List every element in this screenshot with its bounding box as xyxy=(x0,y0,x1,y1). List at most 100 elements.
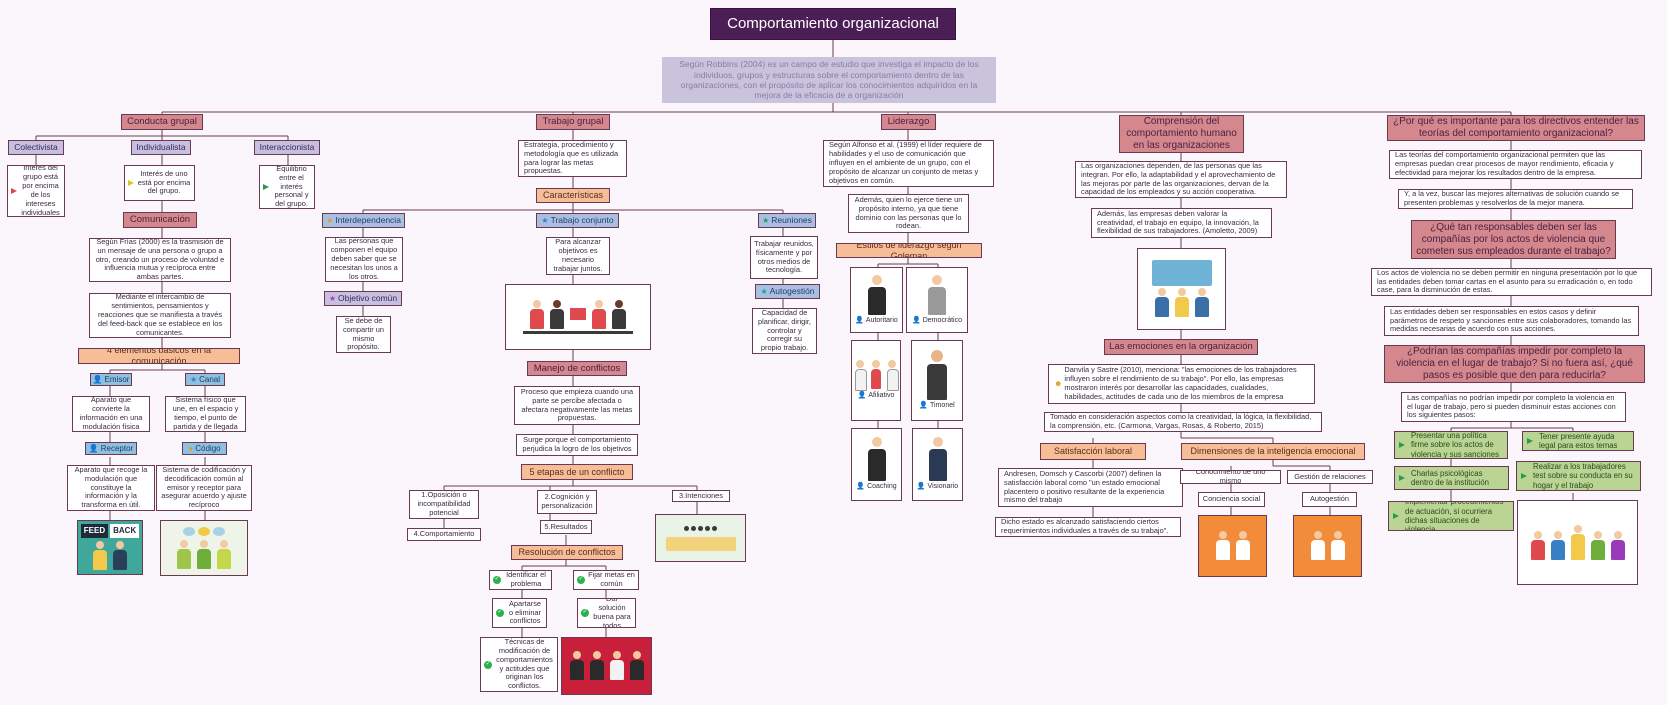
etapa-4[interactable]: 4.Comportamiento xyxy=(407,528,481,541)
responsables-text2: Las entidades deben ser responsables en … xyxy=(1384,306,1639,336)
autogestion-node[interactable]: ★Autogestión xyxy=(755,284,820,299)
leader-illustration xyxy=(926,350,948,401)
conflict-image xyxy=(655,514,746,562)
interaccionista-text: Equilibrio entre el interés personal y d… xyxy=(259,165,315,209)
paso-test-conducta[interactable]: Realizar a los trabajadores test sobre s… xyxy=(1516,461,1641,491)
conducta-grupal-node[interactable]: Conducta grupal xyxy=(121,114,203,130)
interdependencia-text: Las personas que componen el equipo debe… xyxy=(325,237,403,282)
people-illustration xyxy=(90,540,130,571)
estilos-liderazgo-node[interactable]: Estilos de liderazgo según Goleman xyxy=(836,243,982,258)
estilo-democratico[interactable]: 👤Democrático xyxy=(906,267,968,333)
estilo-autoritario[interactable]: 👤Autoritario xyxy=(850,267,903,333)
handshake-illustration xyxy=(567,651,647,681)
star-icon: ★ xyxy=(541,215,549,225)
desk-shape xyxy=(523,331,633,334)
person-icon: 👤 xyxy=(856,483,866,491)
caracteristicas-node[interactable]: Características xyxy=(536,188,610,203)
paso-politica-firme[interactable]: Presentar una política firme sobre los a… xyxy=(1394,431,1508,459)
paso-procedimientos[interactable]: Implementar procedimientos de actuación,… xyxy=(1388,501,1514,531)
estilo-afiliativo[interactable]: 👤Afiliativo xyxy=(851,340,901,421)
handshake-image xyxy=(561,637,652,695)
speech-bubbles-illustration xyxy=(183,526,225,536)
group-illustration xyxy=(684,525,717,531)
impedir-violencia-node[interactable]: ¿Podrían las compañías impedir por compl… xyxy=(1384,345,1645,383)
check-icon: ✓ xyxy=(577,576,585,584)
comunicacion-node[interactable]: Comunicación xyxy=(123,212,197,228)
colectivista-node[interactable]: Colectivista xyxy=(8,140,64,155)
paso-ayuda-legal[interactable]: Tener presente ayuda legal para estos te… xyxy=(1522,431,1634,451)
colectivista-text: Interés del grupo está por encima de los… xyxy=(7,165,65,217)
reuniones-node[interactable]: ★Reuniones xyxy=(758,213,816,228)
star-icon: ★ xyxy=(328,293,337,303)
receptor-text: Aparato que recoge la modulación que con… xyxy=(67,465,155,511)
satisfaccion-laboral-node[interactable]: Satisfacción laboral xyxy=(1040,443,1146,460)
interdependencia-node[interactable]: ★Interdependencia xyxy=(322,213,405,228)
resolucion-3[interactable]: ✓Apartarse o eliminar conflictos xyxy=(492,598,547,628)
flag-icon xyxy=(11,188,17,194)
leader-illustration xyxy=(927,274,947,315)
flag-icon xyxy=(1527,438,1533,444)
responsables-node[interactable]: ¿Qué tan responsables deben ser las comp… xyxy=(1411,220,1616,259)
definition-text: Según Robbins (2004) es un campo de estu… xyxy=(662,57,996,103)
star-icon: ★ xyxy=(189,374,198,384)
comunicacion-feedback-text: Mediante el intercambio de sentimientos,… xyxy=(89,293,231,338)
manejo-conflictos-text2: Surge porque el comportamiento perjudica… xyxy=(516,434,638,456)
root-title[interactable]: Comportamiento organizacional xyxy=(710,8,956,40)
resolucion-1[interactable]: ✓Identificar el problema xyxy=(489,570,552,590)
resolucion-conflictos-node[interactable]: Resolución de conflictos xyxy=(511,545,623,560)
canal-node[interactable]: ★Canal xyxy=(185,373,225,386)
inteligencia-emocional-node[interactable]: Dimensiones de la inteligencia emocional xyxy=(1181,443,1365,460)
emotional-image-1 xyxy=(1198,515,1267,577)
objetivo-comun-node[interactable]: ★Objetivo común xyxy=(324,291,402,306)
manejo-conflictos-text1: Proceso que empieza cuando una parte se … xyxy=(514,386,640,425)
star-icon: ★ xyxy=(760,286,768,296)
conocimiento-uno-mismo[interactable]: Conocimiento de uno mismo xyxy=(1180,470,1281,484)
person-icon: 👤 xyxy=(88,443,99,453)
leader-illustration xyxy=(928,437,948,482)
etapa-1[interactable]: 1.Oposición o incompatibilidad potencial xyxy=(409,490,479,519)
flag-icon xyxy=(1393,513,1399,519)
estilo-timonel[interactable]: 👤Timonel xyxy=(911,340,963,421)
table-shape xyxy=(665,536,736,551)
liderazgo-node[interactable]: Liderazgo xyxy=(881,114,936,130)
liderazgo-definition: Según Alfonso et al. (1999) el líder req… xyxy=(823,140,994,187)
person-icon: 👤 xyxy=(911,316,921,324)
trabajo-conjunto-text: Para alcanzar objetivos es necesario tra… xyxy=(546,237,610,275)
elementos-comunicacion-node[interactable]: 4 elementos básicos en la comunicación xyxy=(78,348,240,364)
emociones-text1: ☻Danvila y Sastre (2010), menciona: "las… xyxy=(1048,364,1315,404)
emotional-image-2 xyxy=(1293,515,1362,577)
individualista-node[interactable]: Individualista xyxy=(131,140,191,155)
etapa-3[interactable]: 3.Intenciones xyxy=(672,490,730,502)
trabajo-conjunto-node[interactable]: ★Trabajo conjunto xyxy=(536,213,619,228)
resolucion-5[interactable]: ✓Técnicas de modificación de comportamie… xyxy=(480,637,558,692)
por-que-node[interactable]: ¿Por qué es importante para los directiv… xyxy=(1387,115,1645,141)
resolucion-4[interactable]: ✓Dar solución buena para todos xyxy=(577,598,636,628)
trabajo-grupal-node[interactable]: Trabajo grupal xyxy=(536,114,610,130)
check-icon: ✓ xyxy=(581,609,589,617)
conciencia-social[interactable]: Conciencia social xyxy=(1198,492,1265,507)
codigo-node[interactable]: ●Código xyxy=(182,442,227,455)
person-icon: 👤 xyxy=(916,483,926,491)
comprension-text2: Además, las empresas deben valorar la cr… xyxy=(1091,208,1272,238)
manejo-conflictos-node[interactable]: Manejo de conflictos xyxy=(527,361,627,376)
etapa-2[interactable]: 2.Cognición y personalización xyxy=(537,490,597,514)
receptor-node[interactable]: 👤Receptor xyxy=(85,442,137,455)
estilo-visionario[interactable]: 👤Visionario xyxy=(912,428,963,501)
emisor-node[interactable]: 👤Emisor xyxy=(90,373,132,386)
etapa-5[interactable]: 5.Resultados xyxy=(540,520,592,534)
communication-image xyxy=(160,520,248,576)
interaccionista-node[interactable]: Interaccionista xyxy=(254,140,320,155)
gestion-relaciones[interactable]: Gestión de relaciones xyxy=(1287,470,1373,484)
emociones-node[interactable]: Las emociones en la organización xyxy=(1104,339,1258,355)
paso-charlas-psicologicas[interactable]: Charlas psicológicas dentro de la instit… xyxy=(1394,466,1509,490)
etapas-conflicto-node[interactable]: 5 etapas de un conflicto xyxy=(521,464,633,480)
autogestion-emocional[interactable]: Autogestión xyxy=(1302,492,1357,507)
flag-icon xyxy=(1521,473,1527,479)
comprension-node[interactable]: Comprensión del comportamiento humano en… xyxy=(1119,115,1244,153)
star-icon: ★ xyxy=(326,215,334,225)
estilo-coaching[interactable]: 👤Coaching xyxy=(851,428,902,501)
resolucion-2[interactable]: ✓Fijar metas en común xyxy=(573,570,639,590)
canal-text: Sistema físico que une, en el espacio y … xyxy=(165,396,246,432)
flag-icon xyxy=(263,184,269,190)
responsables-text1: Los actos de violencia no se deben permi… xyxy=(1371,268,1652,296)
